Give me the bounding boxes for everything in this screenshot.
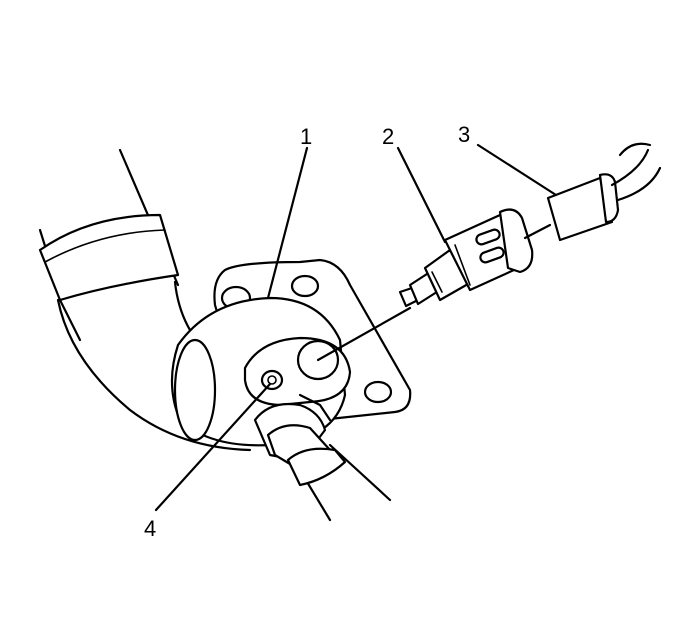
lower-pipe [253,402,392,522]
leader-line-2 [396,146,447,244]
leader-line-3 [476,143,558,197]
connector-insertion-line [523,223,552,240]
callout-1: 1 [300,124,312,149]
callout-2: 2 [382,124,394,149]
coolant-hose [38,148,252,452]
callout-3: 3 [458,122,470,147]
coolant-temperature-sensor [398,208,534,308]
callout-4: 4 [144,516,156,541]
leader-lines [154,143,558,512]
sensor-insertion-line [316,306,412,362]
wiring-harness-connector [546,142,662,242]
leader-line-1 [266,146,309,300]
leader-line-4 [154,382,272,512]
